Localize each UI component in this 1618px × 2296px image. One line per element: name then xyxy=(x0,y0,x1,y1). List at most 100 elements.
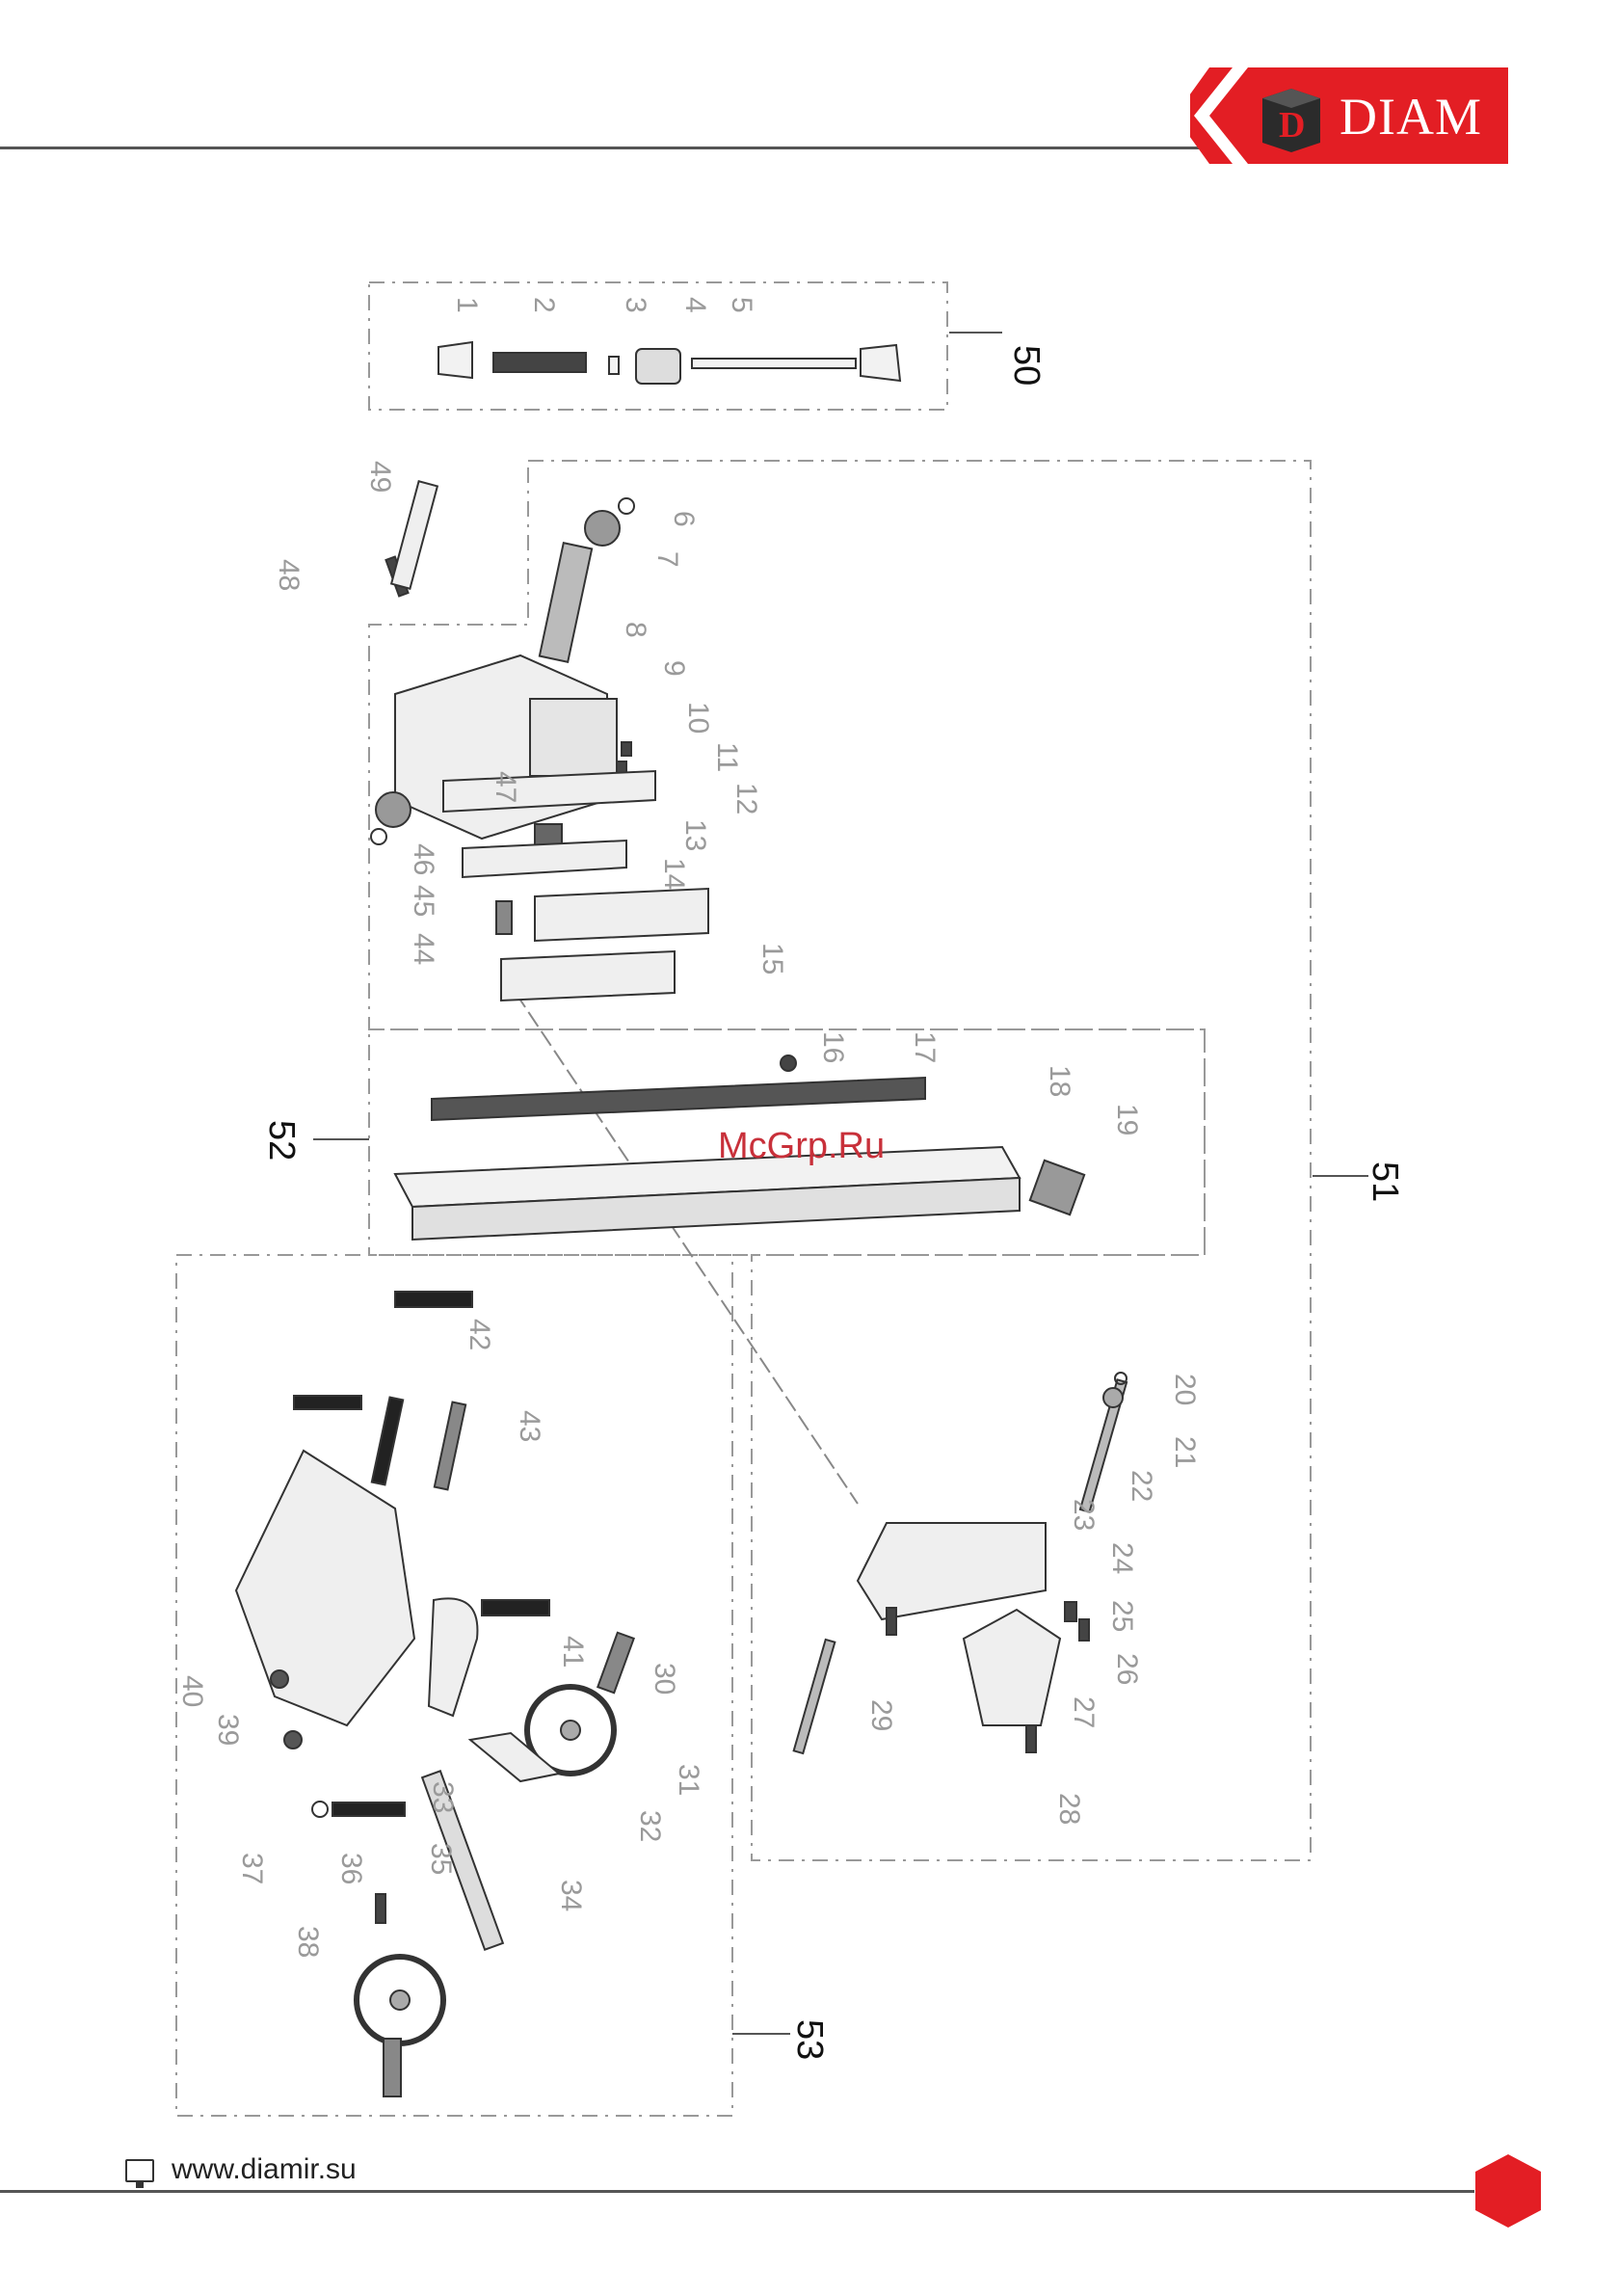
part-23-bracket xyxy=(858,1523,1046,1619)
callout-6: 6 xyxy=(668,511,700,527)
callout-38: 38 xyxy=(292,1926,324,1958)
callout-13: 13 xyxy=(679,819,711,851)
part-42-stud xyxy=(372,1398,403,1485)
watermark: McGrp.Ru xyxy=(718,1126,885,1167)
part-44-stud xyxy=(496,901,512,934)
callout-25: 25 xyxy=(1106,1600,1138,1632)
callout-15: 15 xyxy=(756,943,788,974)
part-8-pinion-shaft xyxy=(540,543,592,662)
part-10-nut xyxy=(622,742,631,756)
part-wheel-lower-hub xyxy=(390,1990,410,2010)
group-label-50: 50 xyxy=(1006,345,1047,386)
part-26-screw xyxy=(1079,1619,1089,1641)
callout-18: 18 xyxy=(1044,1065,1075,1097)
callout-21: 21 xyxy=(1169,1436,1201,1468)
part-42-bolt-upper xyxy=(395,1292,472,1307)
part-14-gib xyxy=(463,841,626,877)
callout-10: 10 xyxy=(682,702,714,734)
group-50-parts xyxy=(438,342,900,384)
callout-41: 41 xyxy=(557,1636,589,1668)
callout-27: 27 xyxy=(1068,1696,1100,1728)
part-3-pin xyxy=(609,357,619,374)
callout-33: 33 xyxy=(427,1781,459,1813)
footer-rule xyxy=(0,2190,1474,2193)
part-lower-axle-bolt xyxy=(384,2039,401,2096)
callout-24: 24 xyxy=(1106,1542,1138,1574)
part-29-screw xyxy=(887,1608,896,1635)
group-label-51: 51 xyxy=(1365,1161,1405,1202)
callout-34: 34 xyxy=(555,1880,587,1911)
callout-20: 20 xyxy=(1169,1374,1201,1405)
callout-47: 47 xyxy=(490,771,521,803)
part-17-rack xyxy=(432,1078,925,1120)
callout-37: 37 xyxy=(236,1853,268,1884)
website-link[interactable]: www.diamir.su xyxy=(172,2153,357,2186)
callout-14: 14 xyxy=(658,858,690,890)
callout-46: 46 xyxy=(408,843,439,875)
callout-19: 19 xyxy=(1111,1104,1143,1135)
callout-49: 49 xyxy=(364,461,396,493)
callout-17: 17 xyxy=(909,1031,941,1063)
group-53-parts xyxy=(236,1292,634,2096)
assembly-axis-line xyxy=(516,993,858,1504)
part-16-screw xyxy=(781,1055,796,1071)
part-49-key xyxy=(391,481,438,588)
callout-4: 4 xyxy=(679,297,711,313)
part-43-rod xyxy=(435,1402,465,1490)
callout-39: 39 xyxy=(212,1714,244,1746)
brand-hexagon-badge xyxy=(1470,2152,1547,2229)
callout-12: 12 xyxy=(730,783,762,814)
part-6-ring xyxy=(619,498,634,514)
callout-22: 22 xyxy=(1126,1470,1157,1502)
part-15-plate xyxy=(535,889,708,941)
part-7-bearing xyxy=(585,511,620,546)
part-21-bearing xyxy=(1103,1388,1123,1407)
part-35-bolt xyxy=(332,1802,405,1816)
callout-44: 44 xyxy=(408,933,439,965)
callout-42: 42 xyxy=(464,1319,495,1350)
part-30-axle-bolt xyxy=(597,1633,633,1694)
monitor-icon xyxy=(125,2159,154,2182)
callout-2: 2 xyxy=(528,297,560,313)
callout-7: 7 xyxy=(651,551,683,568)
callout-26: 26 xyxy=(1111,1653,1143,1685)
part-base-casting xyxy=(236,1451,414,1725)
hexagon-shape xyxy=(1475,2154,1541,2228)
callout-28: 28 xyxy=(1053,1793,1085,1825)
part-37-washer xyxy=(312,1802,328,1817)
callout-35: 35 xyxy=(425,1843,457,1875)
part-40-nut xyxy=(271,1670,288,1688)
callout-45: 45 xyxy=(408,885,439,917)
part-25-nut xyxy=(1065,1602,1076,1621)
callout-16: 16 xyxy=(817,1031,849,1063)
part-27-arm xyxy=(964,1610,1060,1725)
part-19-end-cap xyxy=(1030,1161,1084,1215)
part-33-handle xyxy=(429,1598,477,1716)
part-38-screw xyxy=(376,1894,385,1923)
part-ring-left xyxy=(371,829,386,844)
part-28-screw xyxy=(1026,1725,1036,1752)
callout-43: 43 xyxy=(514,1410,545,1442)
callout-5: 5 xyxy=(726,297,757,313)
callout-36: 36 xyxy=(335,1853,367,1884)
callout-11: 11 xyxy=(711,742,743,772)
part-4-hub xyxy=(636,349,680,384)
callout-31: 31 xyxy=(673,1764,704,1796)
callout-29: 29 xyxy=(865,1699,897,1731)
part-bolt-left xyxy=(294,1396,361,1409)
part-1-handle-knob xyxy=(438,342,472,378)
callout-1: 1 xyxy=(451,297,483,313)
callout-9: 9 xyxy=(658,660,690,677)
part-5-shaft xyxy=(692,359,856,368)
part-bearing-left xyxy=(376,792,411,827)
callout-40: 40 xyxy=(176,1675,208,1707)
callout-30: 30 xyxy=(649,1663,680,1695)
part-5-end-knob xyxy=(861,345,900,381)
callout-48: 48 xyxy=(273,559,305,591)
part-bolt-right xyxy=(482,1600,549,1615)
part-lower-shaft xyxy=(794,1640,836,1753)
part-9-carriage-block xyxy=(530,699,617,776)
callout-3: 3 xyxy=(620,297,651,313)
callout-23: 23 xyxy=(1068,1499,1100,1531)
group-label-53: 53 xyxy=(789,2019,830,2060)
